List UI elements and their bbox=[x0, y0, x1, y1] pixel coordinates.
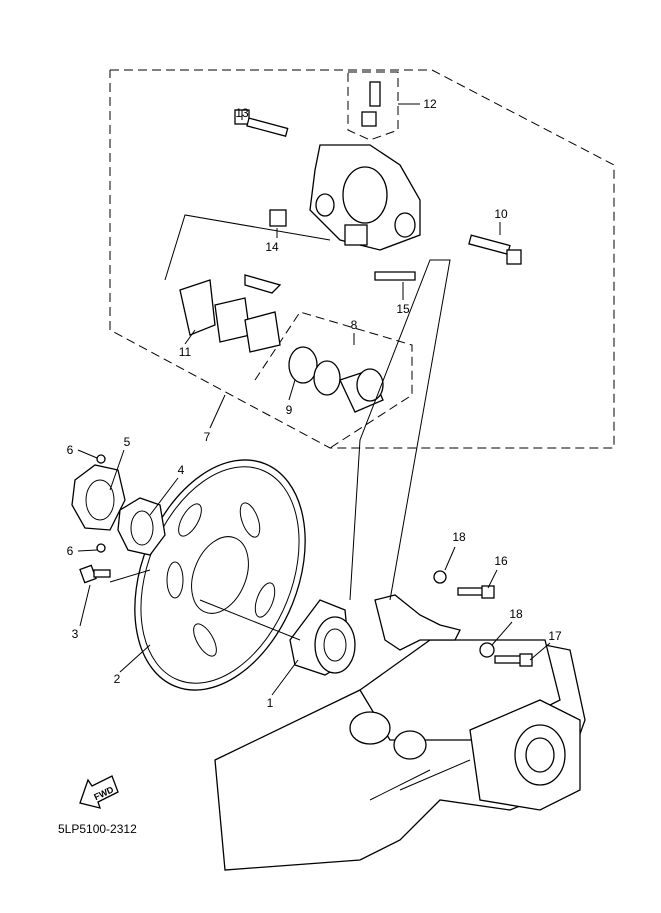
callout-3: 3 bbox=[72, 627, 79, 641]
callout-5: 5 bbox=[124, 435, 131, 449]
bolt-14 bbox=[269, 209, 287, 227]
washer-18-bottom bbox=[479, 642, 495, 658]
brake-disc bbox=[134, 459, 306, 691]
lock-nut bbox=[117, 497, 166, 556]
axle-nut bbox=[71, 464, 126, 531]
caliper-body bbox=[309, 144, 421, 251]
callout-9: 9 bbox=[286, 403, 293, 417]
callout-6-top: 6 bbox=[67, 443, 74, 457]
piston-seal bbox=[288, 346, 318, 384]
callout-16: 16 bbox=[494, 554, 508, 568]
callout-6-bottom: 6 bbox=[67, 544, 74, 558]
bolt-16 bbox=[457, 585, 495, 599]
caliper-bracket bbox=[374, 594, 461, 651]
piston bbox=[339, 368, 384, 413]
callout-18-bottom: 18 bbox=[509, 607, 523, 621]
washer-18-top bbox=[433, 570, 447, 584]
spring-15 bbox=[374, 271, 416, 281]
callout-8: 8 bbox=[351, 318, 358, 332]
bolt-10 bbox=[468, 234, 522, 265]
callout-2: 2 bbox=[114, 672, 121, 686]
callout-13: 13 bbox=[235, 106, 249, 120]
callouts: 13 12 10 14 15 8 11 9 7 5 6 4 6 18 16 3 … bbox=[67, 97, 562, 710]
callout-1: 1 bbox=[267, 696, 274, 710]
callout-4: 4 bbox=[178, 463, 185, 477]
bleeder-screw bbox=[361, 81, 381, 127]
callout-17: 17 bbox=[548, 629, 562, 643]
hub bbox=[289, 599, 356, 676]
brake-pads bbox=[179, 274, 282, 353]
callout-15: 15 bbox=[396, 302, 410, 316]
callout-10: 10 bbox=[494, 207, 508, 221]
piston-kit-boundary bbox=[254, 311, 413, 449]
callout-12: 12 bbox=[423, 97, 437, 111]
bolt-3 bbox=[79, 564, 111, 584]
cotter-pin-bottom bbox=[96, 543, 106, 553]
bolt-17 bbox=[494, 653, 533, 667]
cotter-pin-top bbox=[96, 454, 106, 464]
callout-14: 14 bbox=[265, 240, 279, 254]
bleeder-boundary bbox=[347, 71, 399, 141]
callout-18-top: 18 bbox=[452, 530, 466, 544]
callout-7: 7 bbox=[204, 430, 211, 444]
callout-11: 11 bbox=[179, 345, 192, 359]
diagram-code: 5LP5100-2312 bbox=[58, 822, 137, 836]
swingarm bbox=[214, 639, 586, 871]
leader-lines bbox=[77, 103, 551, 696]
fwd-arrow-icon: FWD bbox=[79, 775, 119, 809]
caliper-assembly-boundary bbox=[109, 69, 615, 449]
dust-seal bbox=[313, 360, 341, 396]
